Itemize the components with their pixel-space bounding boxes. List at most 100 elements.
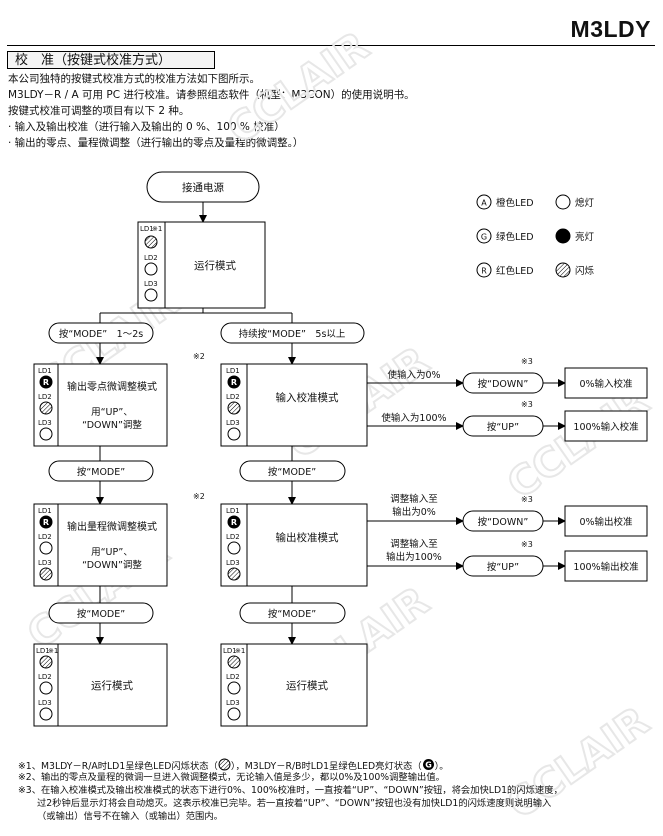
press-mode-label-1: 按“MODE” (77, 466, 125, 478)
span-adjust-box (33, 503, 168, 587)
use-up-label: 用“UP”、 (91, 407, 133, 418)
press-mode-label-3: 按“MODE” (268, 466, 316, 478)
run-mode-box-left (33, 643, 168, 727)
press-down-label-1: 按“DOWN” (478, 378, 529, 390)
led-red-on-icon (39, 375, 53, 389)
intro-line-3: 按键式校准可调整的项目有以下 2 种。 (8, 105, 190, 117)
led-off-icon (227, 541, 241, 555)
led-blink-icon (144, 235, 158, 249)
led-off-icon (227, 681, 241, 695)
ld2-label: LD2 (38, 393, 52, 401)
note2-mark: ※2 (193, 352, 205, 361)
use-down-label: “DOWN”调整 (82, 419, 142, 431)
legend-red-label: 红色LED (496, 265, 534, 277)
press-up-label-1: 按“UP” (487, 421, 519, 433)
out-0-result-box (564, 505, 648, 537)
led-red-on-icon (227, 515, 241, 529)
legend-on-icon (555, 228, 571, 244)
header-rule (7, 45, 655, 46)
run-mode-label-left: 运行模式 (91, 679, 133, 692)
led-blink-icon (227, 567, 241, 581)
note1-mark: ※1 (235, 647, 245, 655)
note3-mark: ※3 (521, 357, 533, 366)
ld3-label: LD3 (38, 419, 52, 427)
press-down-label-2: 按“DOWN” (478, 516, 529, 528)
footnote-3c: （或输出）信号不在输入（或输出）范围内。 (37, 811, 223, 822)
ld1-label: LD1 (38, 507, 52, 515)
ld3-label: LD3 (144, 280, 158, 288)
ld1-label: LD1 (140, 225, 154, 233)
ld2-label: LD2 (226, 533, 240, 541)
intro-line-5: · 输出的零点、量程微调整（进行输出的零点及量程的微调整。） (8, 137, 304, 149)
legend-orange-label: 橙色LED (496, 197, 534, 209)
legend-green-letter: G (481, 233, 487, 242)
red-letter: R (231, 518, 237, 527)
led-off-icon (144, 262, 158, 276)
input-cal-label: 输入校准模式 (276, 391, 339, 404)
blink-led-icon (218, 758, 231, 771)
input-cal-box (220, 363, 368, 447)
green-letter: G (425, 761, 432, 770)
led-blink-icon (39, 567, 53, 581)
ld3-label: LD3 (226, 559, 240, 567)
ld2-label: LD2 (144, 254, 158, 262)
footnote-3b: 过2秒钟后显示灯将会自动熄灭。这表示校准已完毕。若一直按着“UP”、“DOWN”… (37, 798, 552, 809)
legend-blink-icon (555, 262, 571, 278)
note3-mark: ※3 (521, 540, 533, 549)
intro-line-4: · 输入及输出校准（进行输入及输出的 0 %、100 % 校准） (8, 121, 285, 133)
footnote-1b: ），M3LDY－R/B时LD1呈绿色LED亮灯状态（ (230, 761, 422, 772)
ld2-label: LD2 (38, 533, 52, 541)
legend-green-label: 绿色LED (496, 231, 534, 243)
led-blink-icon (39, 655, 53, 669)
footnote-3a: ※3、在输入校准模式及输出校准模式的状态下进行0%、100%校准时，一直按着“U… (18, 785, 563, 796)
press-up-label-2: 按“UP” (487, 561, 519, 573)
red-letter: R (43, 378, 49, 387)
led-off-icon (39, 681, 53, 695)
press-mode-label-2: 按“MODE” (77, 608, 125, 620)
adjust-out-0-b-label: 输出为0% (392, 506, 436, 518)
led-blink-icon (227, 401, 241, 415)
red-letter: R (43, 518, 49, 527)
adjust-out-0-a-label: 调整输入至 (390, 493, 438, 505)
zero-adjust-box (33, 363, 168, 447)
run-mode-label-right: 运行模式 (286, 679, 328, 692)
zero-adjust-label: 输出零点微调整模式 (67, 380, 157, 393)
run-mode-box-right (220, 643, 368, 727)
ld1-label: LD1 (36, 647, 50, 655)
power-on-label: 接通电源 (182, 181, 224, 194)
ld3-label: LD3 (226, 699, 240, 707)
press-mode-short-label: 按“MODE” 1〜2s (59, 328, 143, 340)
ld1-label: LD1 (223, 647, 237, 655)
led-off-icon (39, 427, 53, 441)
legend-green-icon (476, 228, 492, 244)
ld3-label: LD3 (226, 419, 240, 427)
section-title: 校 准（按键式校准方式） (7, 51, 215, 69)
legend-blink-label: 闪烁 (575, 265, 595, 277)
ld2-label: LD2 (226, 393, 240, 401)
green-on-led-icon: G (422, 759, 434, 770)
out-100-result-box (564, 550, 648, 582)
note1-mark: ※1 (48, 647, 58, 655)
intro-line-1: 本公司独特的按键式校准方式的校准方法如下图所示。 (8, 73, 260, 85)
led-red-on-icon (227, 375, 241, 389)
legend-orange-icon (476, 194, 492, 210)
output-cal-box (220, 503, 368, 587)
led-off-icon (39, 541, 53, 555)
ld2-label: LD2 (38, 673, 52, 681)
model-title: M3LDY (570, 16, 651, 42)
note3-mark: ※3 (521, 400, 533, 409)
in-0-result-label: 0%输入校准 (579, 378, 633, 390)
ld2-label: LD2 (226, 673, 240, 681)
intro-line-2: M3LDY－R / A 可用 PC 进行校准。请参照组态软件（机型：M3CON）… (8, 89, 415, 101)
note2-mark: ※2 (193, 492, 205, 501)
ld1-label: LD1 (226, 507, 240, 515)
adjust-out-100-b-label: 输出为100% (386, 551, 442, 563)
set-input-100-label: 使输入为100% (381, 412, 446, 424)
legend-off-label: 熄灯 (575, 197, 595, 209)
led-blink-icon (227, 655, 241, 669)
legend-orange-letter: A (481, 199, 487, 208)
output-cal-label: 输出校准模式 (276, 531, 339, 544)
led-off-icon (144, 288, 158, 302)
run-mode-label: 运行模式 (194, 259, 236, 272)
